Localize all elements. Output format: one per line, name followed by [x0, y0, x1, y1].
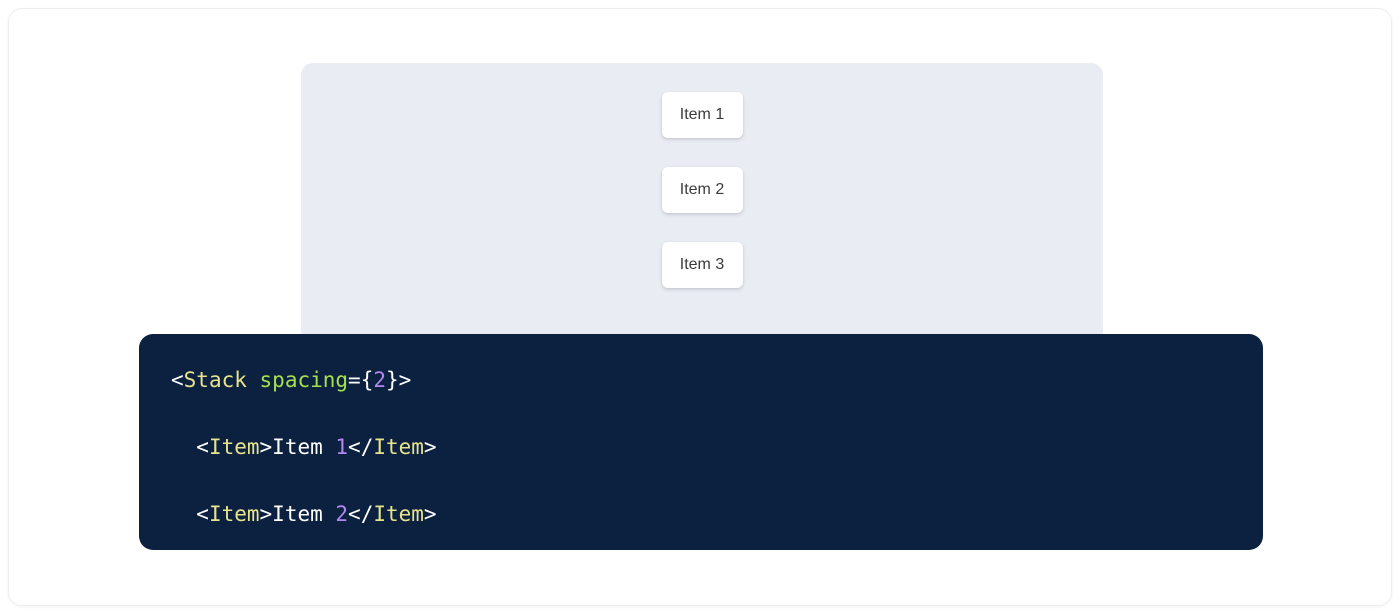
code-token-punct: > — [259, 502, 273, 526]
code-token-attr: spacing — [259, 368, 349, 392]
component-preview-panel: Item 1 Item 2 Item 3 — [301, 63, 1103, 383]
code-token-punct: > — [398, 368, 412, 392]
page-frame: Item 1 Item 2 Item 3 <Stack spacing={2}>… — [8, 8, 1392, 606]
code-token-punct: > — [423, 502, 437, 526]
code-token-punct: < — [171, 502, 209, 526]
code-token-punct: { — [360, 368, 374, 392]
code-token-punct: } — [386, 368, 399, 392]
code-token-num: 2 — [373, 368, 387, 392]
code-line-1: <Stack spacing={2}> — [171, 364, 1231, 398]
code-token-num: 2 — [335, 502, 349, 526]
code-token-num: 1 — [335, 435, 349, 459]
code-token-punct: </ — [348, 435, 374, 459]
code-token-punct: < — [171, 368, 184, 392]
code-token-punct — [247, 368, 260, 392]
code-snippet-block[interactable]: <Stack spacing={2}> <Item>Item 1</Item> … — [139, 334, 1263, 550]
stack-item-1[interactable]: Item 1 — [661, 92, 743, 138]
code-token-punct: > — [259, 435, 273, 459]
code-line-3: <Item>Item 2</Item> — [171, 498, 1231, 532]
code-token-text: Item — [272, 435, 336, 459]
stack-item-2-label: Item 2 — [679, 181, 725, 198]
code-line-2: <Item>Item 1</Item> — [171, 431, 1231, 465]
code-token-tag: Stack — [183, 368, 247, 392]
code-token-tag: Item — [373, 435, 424, 459]
code-token-text: Item — [272, 502, 336, 526]
code-token-punct: = — [348, 368, 361, 392]
stack-item-3-label: Item 3 — [679, 256, 725, 273]
code-token-tag: Item — [208, 435, 260, 459]
stack-item-1-label: Item 1 — [679, 106, 725, 123]
code-token-tag: Item — [373, 502, 424, 526]
code-token-tag: Item — [208, 502, 260, 526]
code-token-punct: < — [171, 435, 209, 459]
code-token-punct: </ — [348, 502, 374, 526]
stack-item-3[interactable]: Item 3 — [661, 242, 743, 288]
stack-item-2[interactable]: Item 2 — [661, 167, 743, 213]
code-token-punct: > — [423, 435, 437, 459]
stack-container: Item 1 Item 2 Item 3 — [661, 92, 743, 288]
